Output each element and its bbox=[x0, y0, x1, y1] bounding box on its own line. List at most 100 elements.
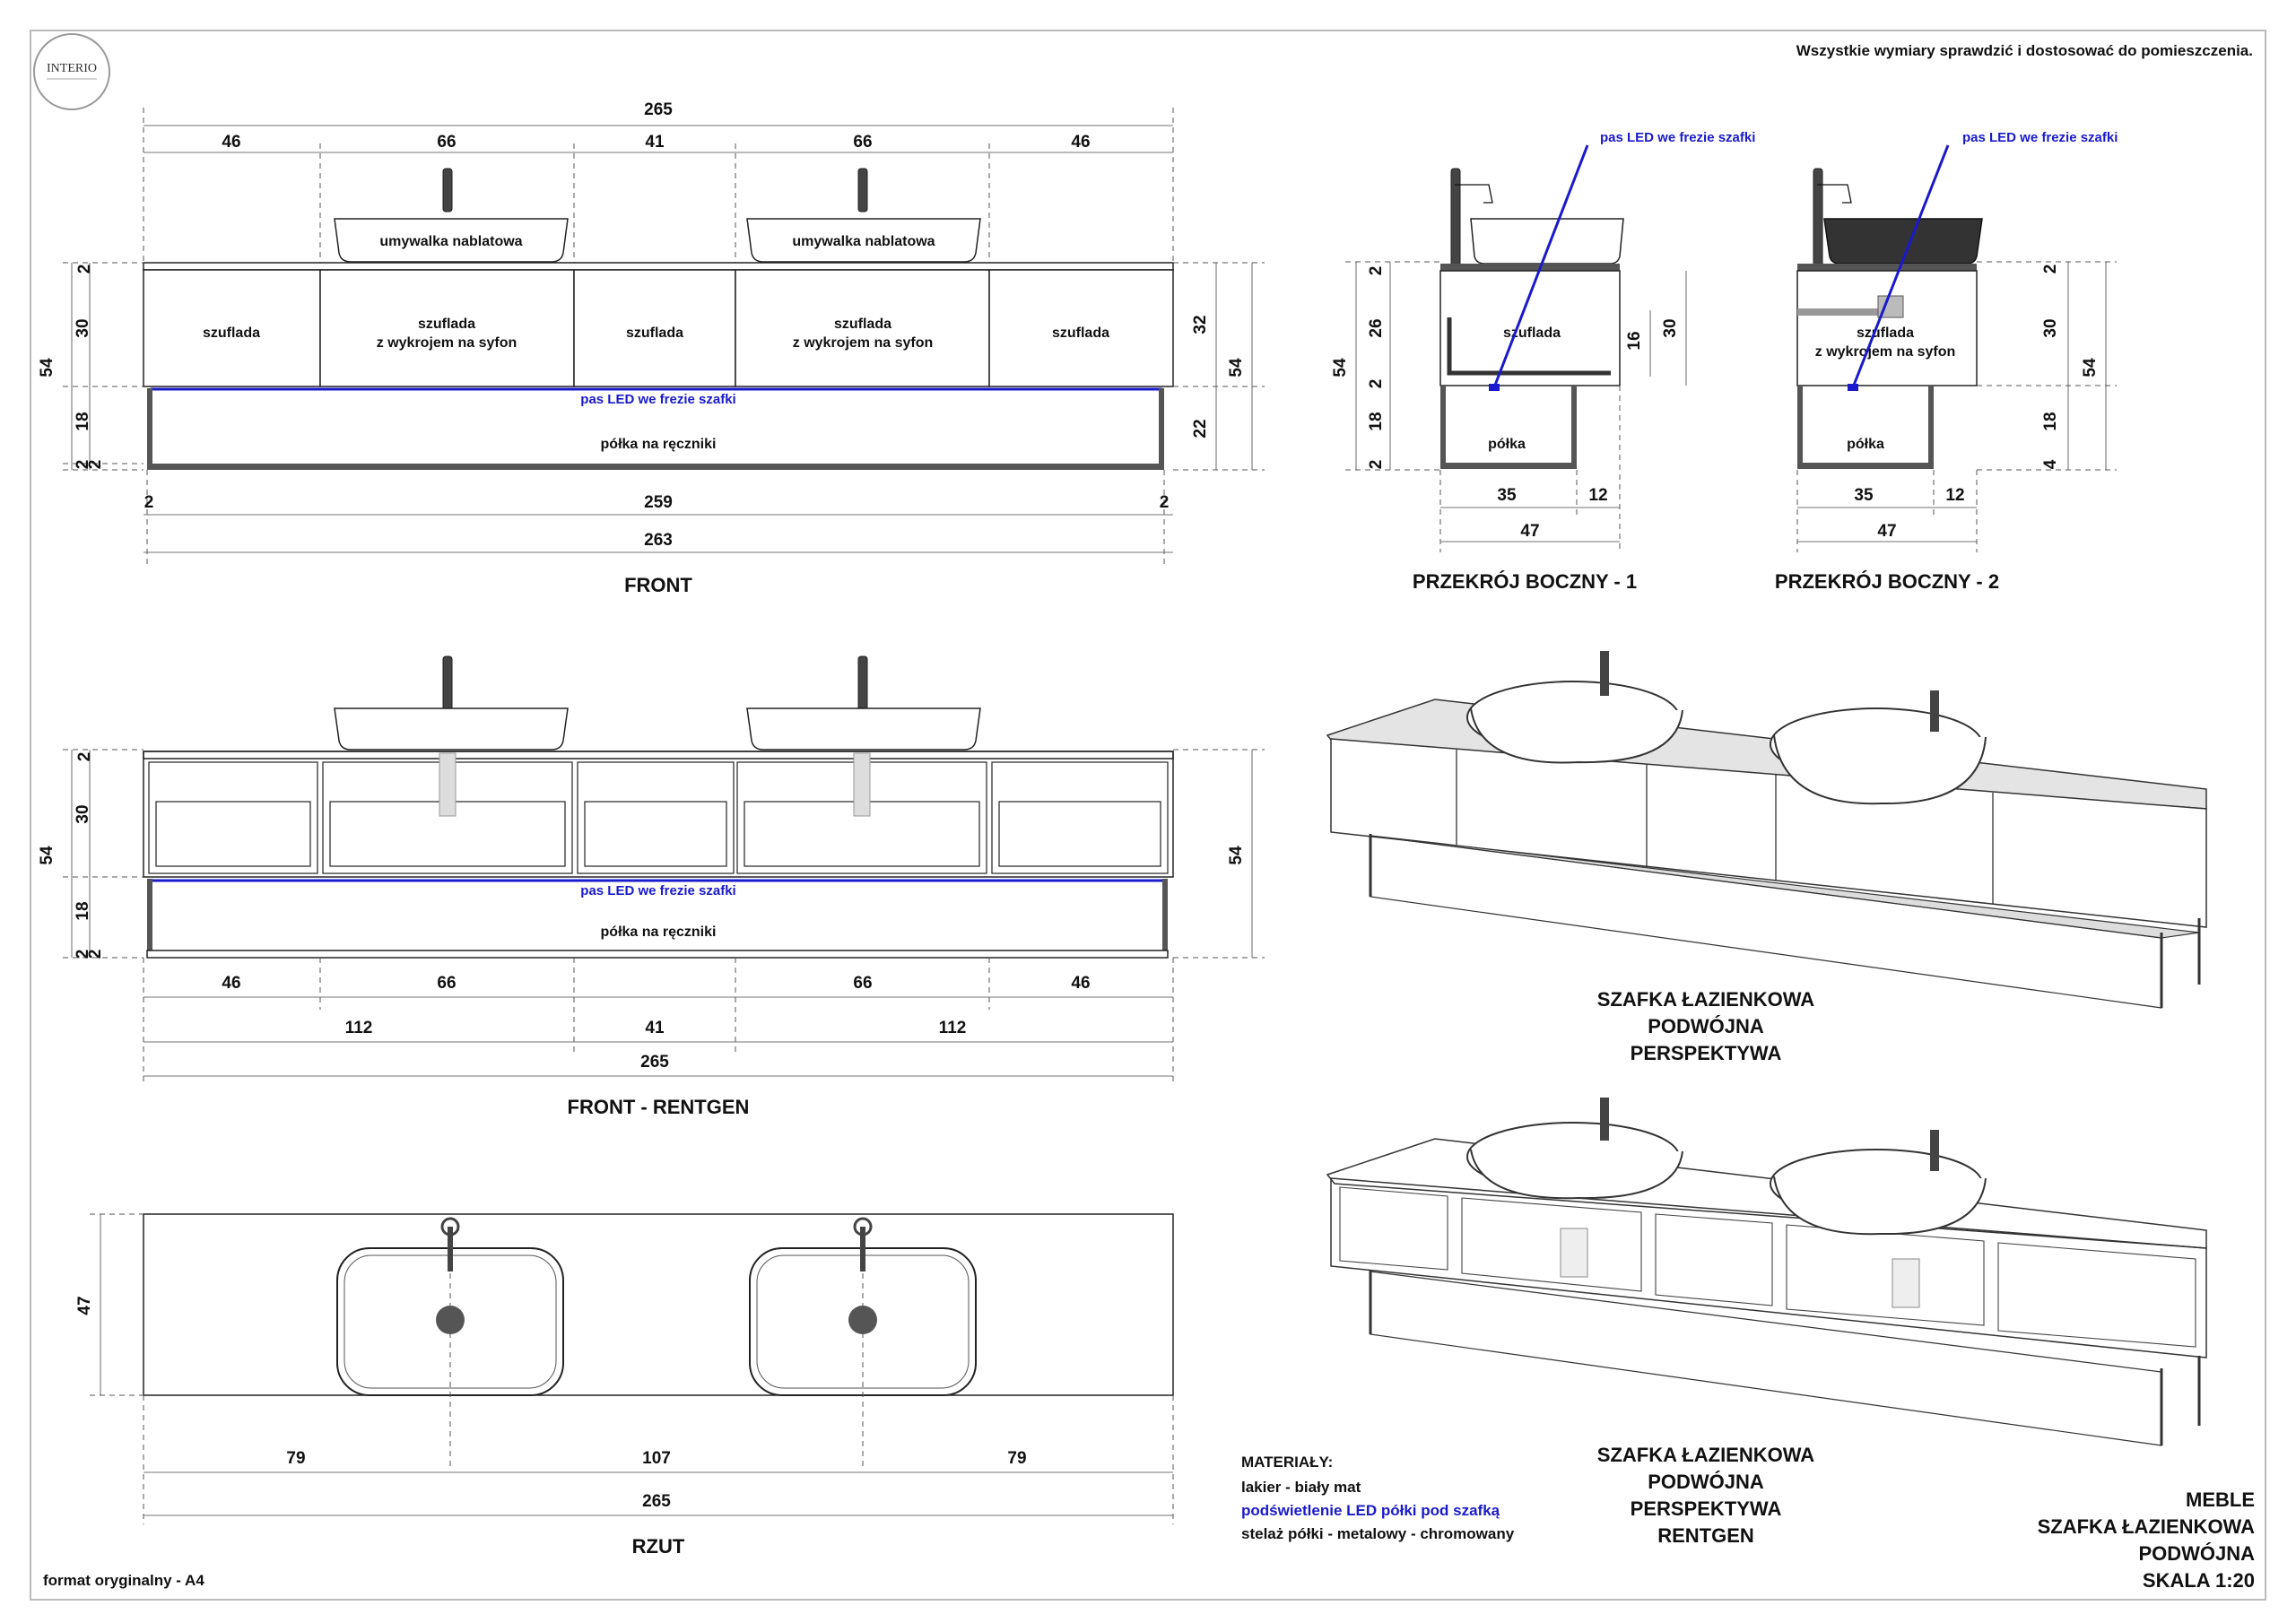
format-note: format oryginalny - A4 bbox=[43, 1572, 204, 1589]
plan-view: 47 79 107 79 265 RZUT bbox=[75, 1213, 1174, 1558]
siphon-xray bbox=[439, 752, 457, 817]
frame-leg bbox=[1162, 879, 1168, 958]
xray-total: 265 bbox=[640, 1053, 669, 1072]
tap-icon bbox=[857, 655, 868, 711]
cabinet-section bbox=[1439, 270, 1621, 386]
frame-leg bbox=[147, 388, 152, 469]
frame-leg bbox=[1159, 388, 1164, 469]
xray-right-total: 54 bbox=[1227, 846, 1246, 865]
basin-right bbox=[746, 707, 981, 751]
section1-left-dim: 18 bbox=[1367, 412, 1386, 430]
section2-shelf-label: półka bbox=[1847, 437, 1884, 452]
tap-spout bbox=[1817, 184, 1852, 204]
titleblock-line: SKALA 1:20 bbox=[2143, 1569, 2255, 1592]
front-right-dim: 32 bbox=[1191, 315, 1210, 334]
perspective-solid: SZAFKA ŁAZIENKOWA PODWÓJNA PERSPEKTYWA bbox=[1326, 651, 2207, 1064]
plan-dim: 79 bbox=[1007, 1449, 1026, 1468]
drawer-sink-label: z wykrojem na syfon bbox=[793, 335, 934, 351]
section2-right-dim: 18 bbox=[2041, 412, 2060, 430]
titleblock-line: MEBLE bbox=[2186, 1488, 2255, 1511]
xray-view: pas LED we frezie szafki półka na ręczni… bbox=[38, 655, 1265, 1118]
cabinet-section bbox=[1796, 270, 1978, 386]
xray-left-dim: 30 bbox=[74, 804, 92, 823]
drawer bbox=[988, 269, 1174, 387]
section1-inner-dim: 16 bbox=[1625, 331, 1644, 350]
persp2-caption: RENTGEN bbox=[1657, 1524, 1754, 1547]
xray-dim: 46 bbox=[1071, 974, 1090, 993]
materials-legend: MATERIAŁY: lakier - biały mat podświetle… bbox=[1241, 1454, 1515, 1542]
front-left-dim: 18 bbox=[74, 412, 92, 430]
section2-right-dim: 2 bbox=[2041, 265, 2060, 274]
titleblock-line: SZAFKA ŁAZIENKOWA bbox=[2038, 1515, 2255, 1538]
frame-leg bbox=[147, 879, 152, 958]
section2-right-dim: 30 bbox=[2041, 318, 2060, 337]
xray-left-dim: 2 bbox=[86, 950, 105, 959]
front-right-dim: 22 bbox=[1191, 419, 1210, 438]
basin-label: umywalka nablatowa bbox=[379, 234, 522, 249]
shelf-label: półka na ręczniki bbox=[601, 437, 717, 452]
front-bottom-dim: 259 bbox=[644, 493, 673, 512]
drawer-sink bbox=[735, 269, 990, 387]
drawer-sink-label: szuflada bbox=[418, 317, 475, 332]
xray-title: FRONT - RENTGEN bbox=[568, 1096, 750, 1118]
tap-icon bbox=[1600, 651, 1609, 696]
section2-drawer-label: szuflada bbox=[1857, 325, 1914, 341]
section1-inner-dim: 30 bbox=[1661, 318, 1680, 337]
section1-left-dim: 2 bbox=[1367, 379, 1386, 389]
persp2-caption: PODWÓJNA bbox=[1648, 1471, 1764, 1493]
side-section-2: szuflada z wykrojem na syfon półka pas L… bbox=[1775, 130, 2118, 593]
xray-dim: 112 bbox=[939, 1019, 967, 1037]
front-left-total: 54 bbox=[38, 358, 57, 378]
drawer-label: szuflada bbox=[203, 325, 260, 341]
frame-leg bbox=[1928, 386, 1934, 468]
front-view: 265 46 66 41 66 46 umywalka nablatowa um… bbox=[38, 100, 1265, 596]
drawer-profile bbox=[1447, 317, 1611, 376]
materials-item: stelaż półki - metalowy - chromowany bbox=[1241, 1525, 1515, 1542]
persp1-caption: PERSPEKTYWA bbox=[1631, 1042, 1782, 1064]
basin-left bbox=[334, 218, 569, 263]
basin-section bbox=[1470, 218, 1624, 265]
sheet-border bbox=[30, 30, 2266, 1601]
persp2-caption: SZAFKA ŁAZIENKOWA bbox=[1597, 1444, 1814, 1466]
drain-icon bbox=[436, 1306, 465, 1334]
front-seg-dim: 66 bbox=[437, 133, 456, 152]
front-seg-dim: 66 bbox=[853, 133, 872, 152]
led-leader bbox=[1492, 144, 1589, 388]
shelf bbox=[1797, 463, 1934, 469]
section1-led-label: pas LED we frezie szafki bbox=[1600, 130, 1755, 145]
tap-icon bbox=[442, 168, 453, 213]
xray-left-dim: 18 bbox=[74, 901, 92, 920]
basin-label: umywalka nablatowa bbox=[792, 234, 935, 249]
front-title: FRONT bbox=[624, 574, 692, 596]
persp1-caption: SZAFKA ŁAZIENKOWA bbox=[1597, 988, 1814, 1011]
section2-bottom-total: 47 bbox=[1877, 522, 1896, 541]
section2-bottom-dim: 35 bbox=[1854, 486, 1874, 505]
tap-icon bbox=[1930, 690, 1939, 732]
tap-icon bbox=[857, 168, 868, 213]
section2-right-dim: 4 bbox=[2041, 459, 2060, 469]
xray-dim: 41 bbox=[645, 1019, 665, 1037]
title-block: MEBLE SZAFKA ŁAZIENKOWA PODWÓJNA SKALA 1… bbox=[2038, 1488, 2256, 1592]
drawer-label: szuflada bbox=[1052, 325, 1109, 341]
section1-left-dim: 2 bbox=[1367, 460, 1386, 470]
drawer-label: szuflada bbox=[626, 325, 683, 341]
materials-heading: MATERIAŁY: bbox=[1241, 1454, 1333, 1471]
section1-left-dim: 2 bbox=[1367, 266, 1386, 276]
xray-dim: 112 bbox=[345, 1019, 373, 1037]
drawer-sink bbox=[319, 269, 575, 387]
siphon-pipe bbox=[1797, 308, 1898, 316]
countertop-section bbox=[1797, 264, 1977, 271]
section2-drawer-label: z wykrojem na syfon bbox=[1815, 344, 1956, 360]
front-bottom-total: 263 bbox=[644, 531, 673, 550]
drawer bbox=[143, 269, 321, 387]
shelf bbox=[147, 464, 1164, 470]
drawer bbox=[573, 269, 736, 387]
section1-shelf-label: półka bbox=[1488, 437, 1526, 452]
section1-title: PRZEKRÓJ BOCZNY - 1 bbox=[1413, 570, 1637, 593]
front-right-total: 54 bbox=[1227, 358, 1246, 378]
front-seg-dim: 46 bbox=[222, 133, 240, 152]
front-left-dim: 2 bbox=[75, 265, 94, 274]
xray-led-label: pas LED we frezie szafki bbox=[580, 883, 735, 898]
xray-left-total: 54 bbox=[38, 846, 57, 865]
